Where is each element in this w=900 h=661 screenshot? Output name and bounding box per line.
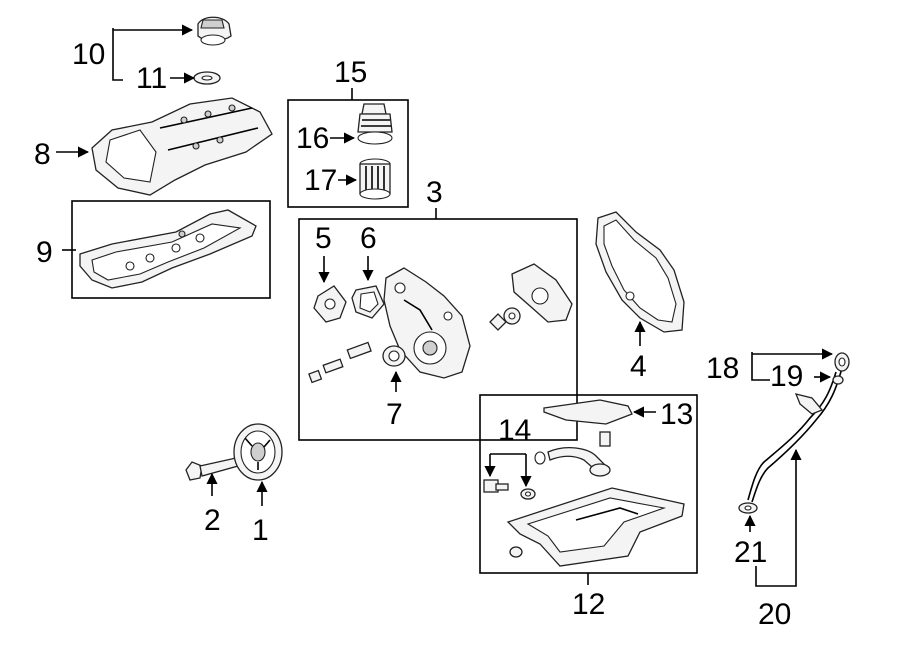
timing-cover: [383, 267, 471, 379]
callout-4: 4: [630, 350, 647, 383]
callout-21: 21: [734, 536, 767, 569]
leader-20: [755, 448, 802, 587]
balancer-bolt: [185, 457, 239, 481]
callout-6: 6: [360, 222, 377, 255]
callout-13: 13: [660, 398, 693, 431]
harmonic-balancer: [233, 423, 283, 481]
tube-seal: [738, 502, 758, 514]
callout-12: 12: [572, 588, 605, 621]
dipstick-o-ring: [832, 375, 844, 385]
oil-filter-element: [359, 158, 391, 200]
callout-2: 2: [204, 504, 221, 537]
callout-14: 14: [498, 414, 531, 447]
front-crank-seal: [382, 345, 406, 367]
callout-1: 1: [252, 514, 269, 547]
cover-fittings: [308, 341, 372, 384]
oil-pickup-tube: [534, 431, 611, 477]
leader-10-11: [112, 24, 196, 84]
callout-10: 10: [72, 38, 105, 71]
callout-18: 18: [706, 352, 739, 385]
callout-7: 7: [386, 398, 403, 431]
callout-19: 19: [770, 360, 803, 393]
oil-filler-seal: [193, 71, 221, 85]
callout-9: 9: [36, 236, 53, 269]
callout-20: 20: [758, 598, 791, 631]
callout-3: 3: [426, 176, 443, 209]
oil-pump: [489, 263, 573, 331]
leader-18-bracket: [751, 352, 770, 381]
callout-5: 5: [315, 222, 332, 255]
callout-17: 17: [304, 164, 337, 197]
box-15: [287, 99, 409, 208]
callout-16: 16: [296, 122, 329, 155]
thermostat-gasket: [351, 285, 385, 319]
oil-filler-cap: [197, 16, 232, 46]
valve-cover-gasket: [79, 209, 257, 289]
oil-pan-baffle: [543, 399, 633, 425]
callout-11: 11: [136, 62, 167, 95]
oil-level-indicator-tube: [747, 367, 843, 503]
oil-pan: [506, 487, 685, 567]
callout-15: 15: [334, 56, 367, 89]
valve-cover: [91, 97, 273, 196]
water-outlet-gasket: [313, 285, 347, 323]
oil-filter-cap: [357, 103, 393, 145]
drain-plug: [483, 479, 536, 500]
timing-cover-gasket: [595, 211, 685, 333]
dipstick-handle: [834, 352, 850, 372]
box-3: [298, 218, 578, 441]
callout-8: 8: [34, 138, 51, 171]
